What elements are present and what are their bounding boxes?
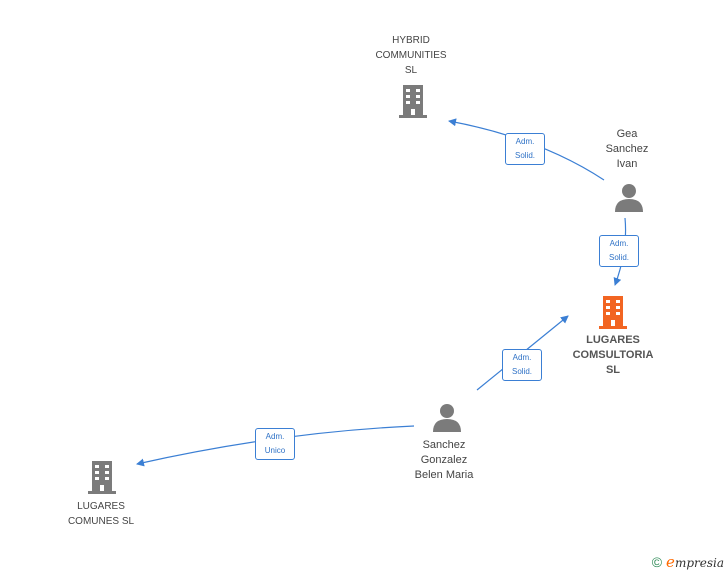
edge-label-badge[interactable]: Adm. Solid.	[599, 235, 639, 267]
empresia-logo[interactable]: empresia	[666, 553, 724, 571]
edge-label-badge[interactable]: Adm. Solid.	[505, 133, 545, 165]
edge-label-badge[interactable]: Adm. Unico	[255, 428, 295, 460]
node-label-lugares-comunes: LUGARES COMUNES SL	[67, 501, 135, 527]
node-label-gea-sanchez-ivan: Gea Sanchez Ivan	[605, 128, 649, 170]
node-label-sanchez-gonzalez-belen-maria: Sanchez Gonzalez Belen Maria	[414, 439, 474, 481]
copyright-icon: ©	[651, 554, 663, 570]
node-label-hybrid-communities: HYBRID COMMUNITIES SL	[375, 35, 447, 76]
brand-footer: © empresia	[652, 553, 724, 571]
node-label-lugares-comsultoria: LUGARES COMSULTORIA SL	[572, 334, 654, 376]
person-icon[interactable]	[614, 183, 644, 213]
building-icon[interactable]	[86, 459, 118, 495]
building-icon[interactable]	[397, 83, 429, 119]
edge-label-badge[interactable]: Adm. Solid.	[502, 349, 542, 381]
person-icon[interactable]	[432, 403, 462, 433]
building-icon[interactable]	[597, 294, 629, 330]
